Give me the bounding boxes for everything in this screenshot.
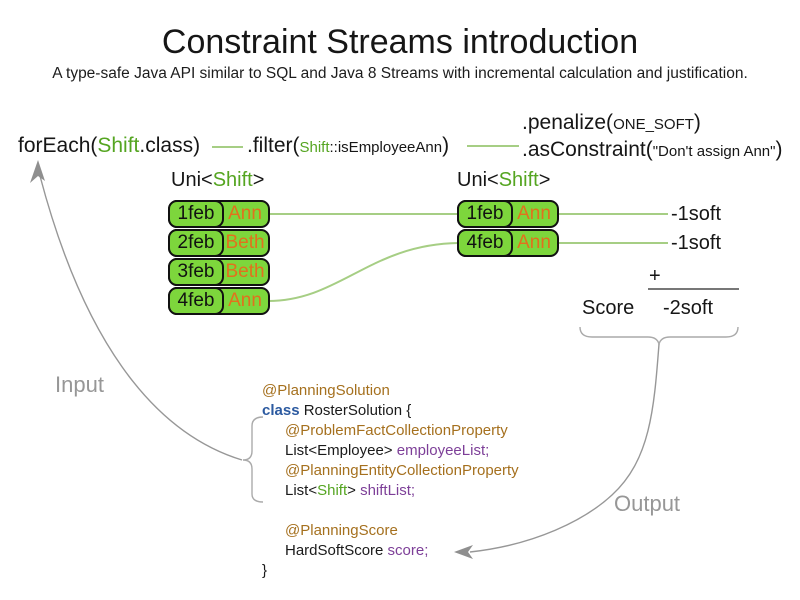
code-score-type: HardSoftScore [285,542,388,559]
filtered-stream-type: Uni<Shift> [457,169,550,192]
foreach-close: .class) [139,134,201,157]
filter-fn: .filter( [247,134,300,157]
type-prefix: Uni< [171,169,213,191]
code-annotation-planning-score: @PlanningScore [285,522,398,539]
sum-brace [579,326,739,347]
penalty-value-1: -1soft [671,203,722,225]
penalize-close: ) [693,111,701,134]
shift-row: Beth 3feb [168,258,270,286]
code-shift-list-post: > [347,482,361,499]
date-cell: 2feb [168,229,224,257]
foreach-class-arg: Shift [97,134,140,157]
expr-asconstraint: .asConstraint("Don't assign Ann") [522,138,782,162]
code-class-name: RosterSolution { [299,402,412,419]
asconstraint-arg: "Don't assign Ann" [652,143,776,160]
type-param: Shift [498,169,539,191]
type-prefix: Uni< [457,169,499,191]
code-score-line: HardSoftScore score; [262,541,519,561]
type-param: Shift [212,169,253,191]
code-annotation-problem-fact: @ProblemFactCollectionProperty [285,422,508,439]
code-employee-list-line: List<Employee> employeeList; [262,441,519,461]
page-title: Constraint Streams introduction [161,23,639,61]
date-cell: 4feb [457,229,513,257]
code-shift-list-line: List<Shift> shiftList; [262,481,519,501]
score-label: Score [582,297,635,319]
expr-filter: .filter(Shift::isEmployeeAnn) [247,134,449,158]
penalize-fn: .penalize( [522,111,614,134]
subtitle: A type-safe Java API similar to SQL and … [52,65,748,82]
expr-foreach: forEach(Shift.class) [18,134,200,158]
filter-class-arg: Shift [299,139,330,156]
asconstraint-fn: .asConstraint( [522,138,653,161]
foreach-fn: forEach( [18,134,98,157]
code-employee-list-field: employeeList; [396,442,490,459]
input-arrowhead [30,160,45,183]
shift-row: Ann 4feb [168,287,270,315]
shift-row: Ann 1feb [457,200,559,228]
shift-row: Ann 4feb [457,229,559,257]
code-blank-line [262,501,519,521]
type-suffix: > [252,169,265,191]
filter-method-ref: ::isEmployeeAnn [329,139,443,156]
code-annotation-planning-entity: @PlanningEntityCollectionProperty [285,462,519,479]
code-shift-list-field: shiftList; [360,482,416,499]
type-suffix: > [538,169,551,191]
code-shift-class: Shift [317,482,348,499]
code-score-field: score; [387,542,429,559]
filter-close: ) [442,134,450,157]
code-closing-brace: } [262,562,268,579]
code-employee-list-type: List<Employee> [285,442,397,459]
date-cell: 4feb [168,287,224,315]
code-annotation-planning-solution: @PlanningSolution [262,382,390,399]
penalty-value-2: -1soft [671,232,722,254]
score-total: -2soft [663,297,714,319]
shift-row: Beth 2feb [168,229,270,257]
connector-4feb-curve [267,242,460,302]
penalize-arg: ONE_SOFT [613,116,694,133]
code-block: @PlanningSolution class RosterSolution {… [262,381,519,581]
output-label: Output [614,491,681,516]
shift-row: Ann 1feb [168,200,270,228]
date-cell: 1feb [168,200,224,228]
date-cell: 3feb [168,258,224,286]
input-stream-type: Uni<Shift> [171,169,264,192]
asconstraint-close: ) [775,138,783,161]
code-shift-list-pre: List< [285,482,318,499]
code-class-declaration: class RosterSolution { [262,401,519,421]
input-label: Input [55,372,104,397]
plus-sign: + [649,265,661,287]
date-cell: 1feb [457,200,513,228]
expr-penalize: .penalize(ONE_SOFT) [522,111,701,135]
code-keyword-class: class [262,402,300,419]
code-brace [242,416,264,503]
